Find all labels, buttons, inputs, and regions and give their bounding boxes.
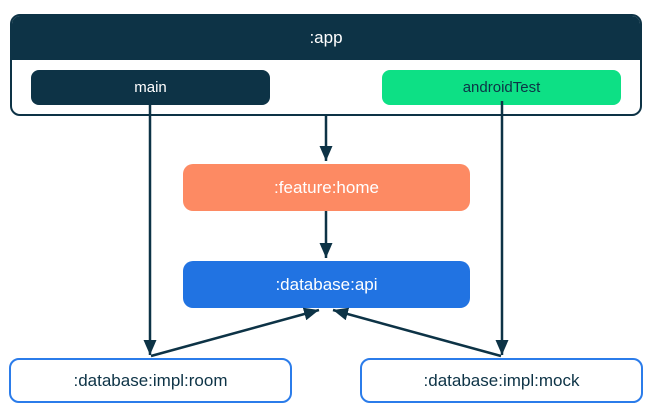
node-androidtest-source-set: androidTest — [382, 69, 621, 105]
edge-database-impl-room-to-database-api — [150, 307, 320, 358]
node-main-source-set: main — [31, 69, 270, 105]
node-feature-home: :feature:home — [183, 164, 470, 211]
node-database-api: :database:api — [183, 261, 470, 308]
node-app-body: main androidTest — [12, 60, 640, 114]
edge-database-impl-mock-to-database-api — [332, 307, 502, 358]
node-database-impl-room: :database:impl:room — [9, 358, 292, 403]
node-app-label: :app — [12, 16, 640, 60]
node-database-impl-mock: :database:impl:mock — [360, 358, 643, 403]
node-app: :app main androidTest — [10, 14, 642, 116]
